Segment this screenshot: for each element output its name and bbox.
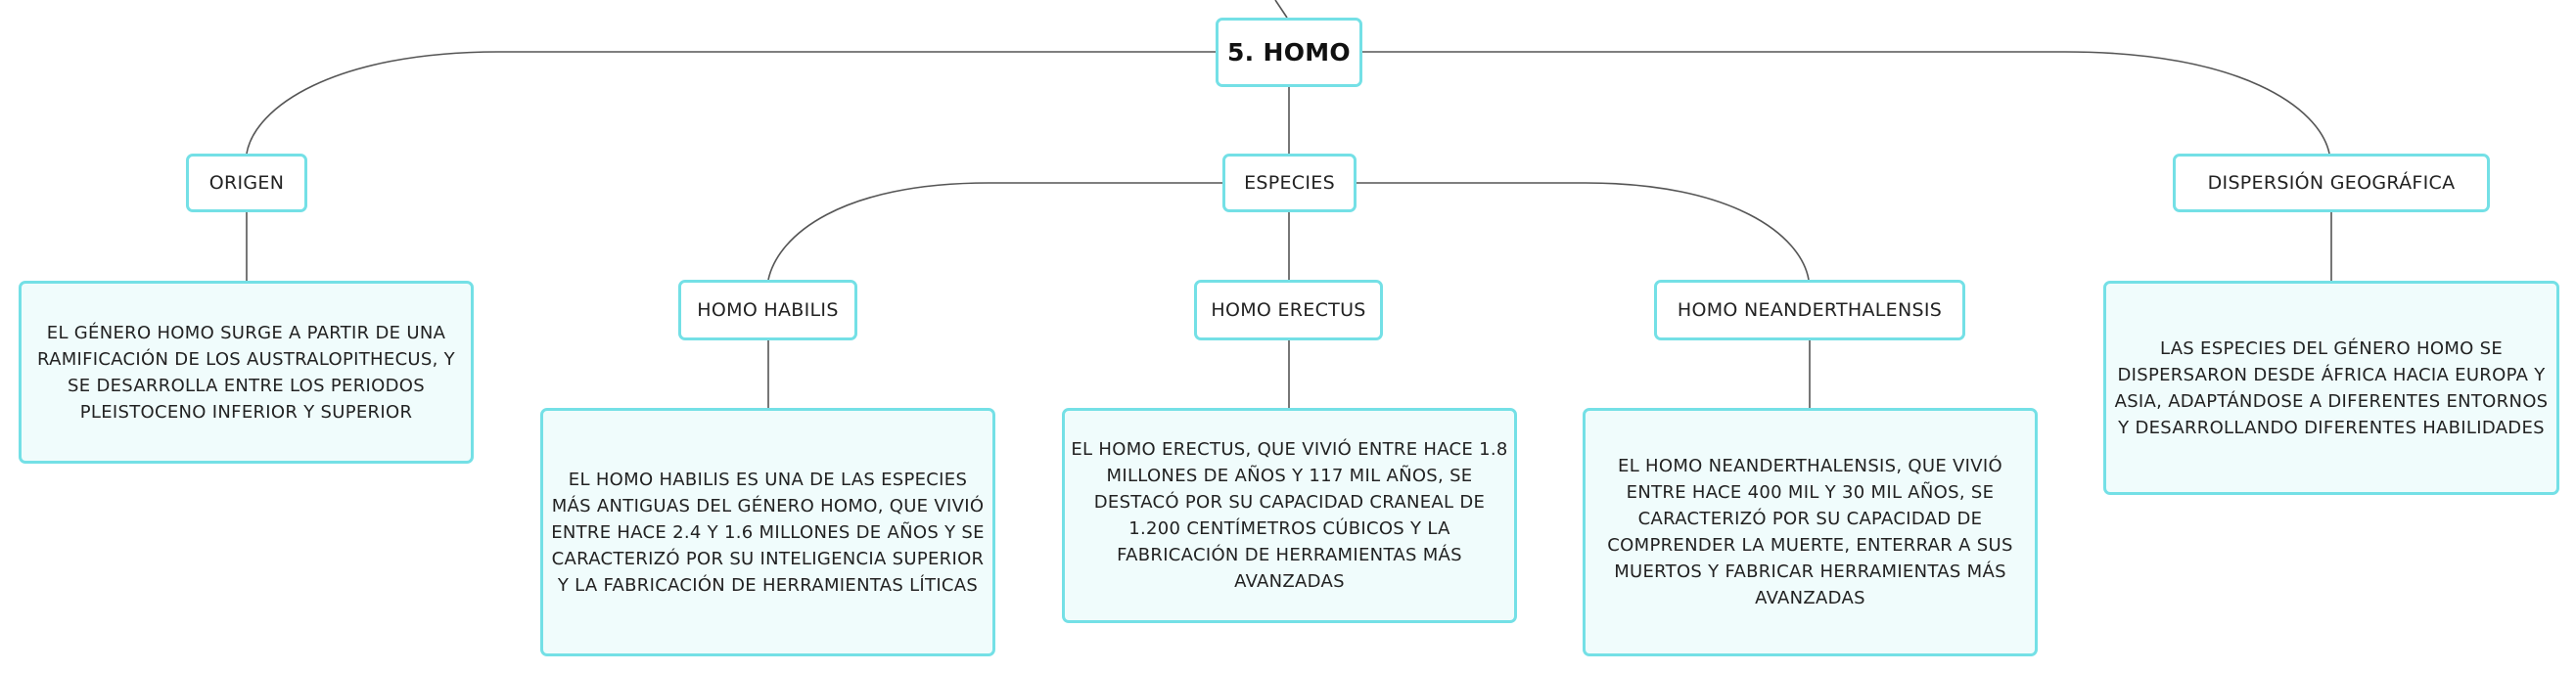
dispersion-label: DISPERSIÓN GEOGRÁFICA [2207,172,2456,194]
connector-especies-neanderthalensis [1357,182,1810,281]
especies-node[interactable]: ESPECIES [1222,154,1357,212]
dispersion-detail-node[interactable]: LAS ESPECIES DEL GÉNERO HOMO SE DISPERSA… [2103,281,2559,495]
dispersion-node[interactable]: DISPERSIÓN GEOGRÁFICA [2173,154,2490,212]
especies-label: ESPECIES [1244,172,1335,194]
connector-root-dispersion [1362,51,2330,155]
erectus-node[interactable]: HOMO ERECTUS [1194,280,1383,340]
connector-root-parent [1274,0,1288,19]
connector-root-origen [246,51,1216,155]
root-topic-node[interactable]: 5. HOMO [1216,18,1362,87]
neanderthalensis-node[interactable]: HOMO NEANDERTHALENSIS [1654,280,1965,340]
connector-especies-habilis [767,182,1222,281]
habilis-detail-node[interactable]: EL HOMO HABILIS ES UNA DE LAS ESPECIES M… [540,408,995,656]
origen-detail-text: EL GÉNERO HOMO SURGE A PARTIR DE UNA RAM… [37,322,455,423]
neanderthalensis-detail-node[interactable]: EL HOMO NEANDERTHALENSIS, QUE VIVIÓ ENTR… [1583,408,2038,656]
origen-label: ORIGEN [208,172,285,194]
neanderthalensis-detail-text: EL HOMO NEANDERTHALENSIS, QUE VIVIÓ ENTR… [1607,456,2013,608]
root-topic-label: 5. HOMO [1226,38,1351,67]
habilis-node[interactable]: HOMO HABILIS [678,280,857,340]
habilis-detail-text: EL HOMO HABILIS ES UNA DE LAS ESPECIES M… [551,469,985,596]
origen-node[interactable]: ORIGEN [186,154,307,212]
erectus-detail-node[interactable]: EL HOMO ERECTUS, QUE VIVIÓ ENTRE HACE 1.… [1062,408,1517,623]
neanderthalensis-label: HOMO NEANDERTHALENSIS [1677,299,1943,321]
origen-detail-node[interactable]: EL GÉNERO HOMO SURGE A PARTIR DE UNA RAM… [19,281,474,464]
dispersion-detail-text: LAS ESPECIES DEL GÉNERO HOMO SE DISPERSA… [2114,337,2549,438]
erectus-label: HOMO ERECTUS [1211,299,1366,321]
habilis-label: HOMO HABILIS [697,299,839,321]
erectus-detail-text: EL HOMO ERECTUS, QUE VIVIÓ ENTRE HACE 1.… [1071,439,1508,592]
